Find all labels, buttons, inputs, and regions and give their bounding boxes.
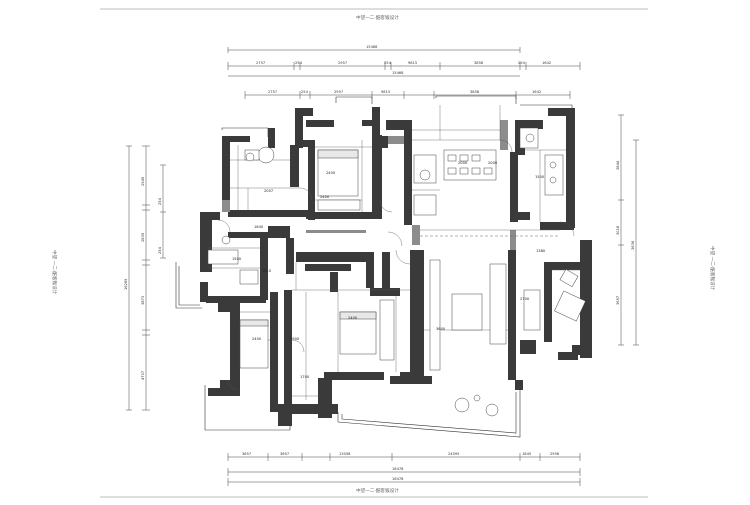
dim-bottom-2: 3657 — [280, 452, 289, 456]
dim-left-1: 2945 — [141, 177, 145, 186]
watermark-right: 中望 一二·酷客猴设计 — [709, 246, 716, 291]
bed-left — [239, 319, 269, 369]
doors — [217, 139, 575, 391]
bathtub — [207, 249, 239, 265]
dim-top-4: 254 — [384, 61, 392, 65]
dim-top-8: 254 — [518, 61, 526, 65]
room-label-1: 2007 — [264, 189, 273, 193]
room-label-5: 2400 — [252, 337, 262, 341]
dim-top2-7: 3858 — [470, 90, 480, 94]
room-label-11: 3600 — [436, 327, 446, 331]
dim-bottom-3: 13058 — [339, 452, 351, 456]
dim-bottom-5: 1845 — [522, 452, 531, 456]
dim-top-total: 15468 — [392, 71, 404, 75]
dim-bottom-total1: 16478 — [392, 467, 404, 471]
room-label-6: 1900 — [290, 337, 300, 341]
dim-right-2: 3018 — [616, 225, 620, 235]
dim-top2-5: 9815 — [381, 90, 390, 94]
wall-infill — [222, 120, 516, 250]
left-dimensions: 16269 2945 2835 3873 4707 254 254 — [124, 145, 166, 411]
room-label-3: 2400 — [320, 195, 330, 199]
dim-left-2: 254 — [158, 197, 162, 205]
dim-top2-2: 254 — [301, 90, 309, 94]
watermark-top: 中望一二·酷客猴设计 — [356, 14, 399, 21]
dim-top-5: 9815 — [408, 61, 417, 65]
dim-bottom-total2: 16478 — [392, 477, 404, 481]
dining-table — [443, 149, 497, 181]
room-label-10: 2000 — [488, 161, 498, 165]
room-label-14: 1380 — [536, 249, 546, 253]
dim-left-5: 3873 — [141, 296, 145, 305]
room-label-15: 1700 — [300, 375, 310, 379]
dim-top-2: 254 — [295, 61, 303, 65]
dim-top-7: 3858 — [474, 61, 484, 65]
room-label-4: 2400 — [348, 316, 358, 320]
dim-left-7: 4707 — [141, 371, 145, 380]
dim-top2-3: 2957 — [334, 90, 343, 94]
walls — [200, 107, 592, 426]
dim-right-4: 3636 — [631, 240, 635, 250]
sofa — [489, 263, 507, 345]
room-label-16: 1640 — [254, 225, 264, 229]
dim-top-9: 1642 — [542, 61, 551, 65]
room-label-9: 2000 — [458, 161, 468, 165]
dim-bottom-4: 24095 — [448, 452, 459, 456]
dim-top2-1: 2757 — [268, 90, 277, 94]
round-table — [257, 146, 275, 164]
dim-bottom-6: 2958 — [550, 452, 560, 456]
dim-bottom-1: 3657 — [242, 452, 251, 456]
balcony-chair-2 — [485, 403, 499, 417]
room-label-8: 1610 — [262, 269, 272, 273]
dim-left-4: 254 — [158, 246, 162, 254]
dim-top2-9: 1642 — [532, 90, 541, 94]
room-label-7: 1500 — [232, 257, 242, 261]
room-label-12: 1500 — [535, 175, 545, 179]
room-label-13: 2700 — [520, 297, 530, 301]
dim-top-1: 2757 — [256, 61, 265, 65]
bottom-dimensions: 3657 3657 13058 24095 1845 2958 16478 16… — [227, 452, 581, 486]
dim-right-3: 3657 — [616, 296, 620, 305]
top-dimensions: 15468 2757 254 2957 254 9815 3858 254 16… — [227, 45, 581, 99]
furniture — [207, 127, 586, 417]
dim-top-overall: 15468 — [366, 45, 378, 49]
balcony-chair-1 — [454, 397, 470, 413]
dim-right-1: 3844 — [616, 160, 620, 170]
dim-left-3: 2835 — [141, 233, 145, 242]
room-label-2: 2400 — [326, 171, 336, 175]
room-labels: 2007 2400 2400 2400 2400 1900 1500 1610 … — [232, 161, 546, 379]
watermark-left: 中望 一二·酷客猴设计 — [51, 250, 58, 295]
study-table — [554, 290, 586, 322]
right-dimensions: 3844 3018 3657 3636 — [616, 114, 639, 346]
dim-left-total: 16269 — [124, 278, 128, 290]
dim-top-3: 2957 — [338, 61, 347, 65]
coffee-table — [451, 293, 483, 331]
watermark-bottom: 中望一二·酷客猴设计 — [356, 487, 399, 494]
